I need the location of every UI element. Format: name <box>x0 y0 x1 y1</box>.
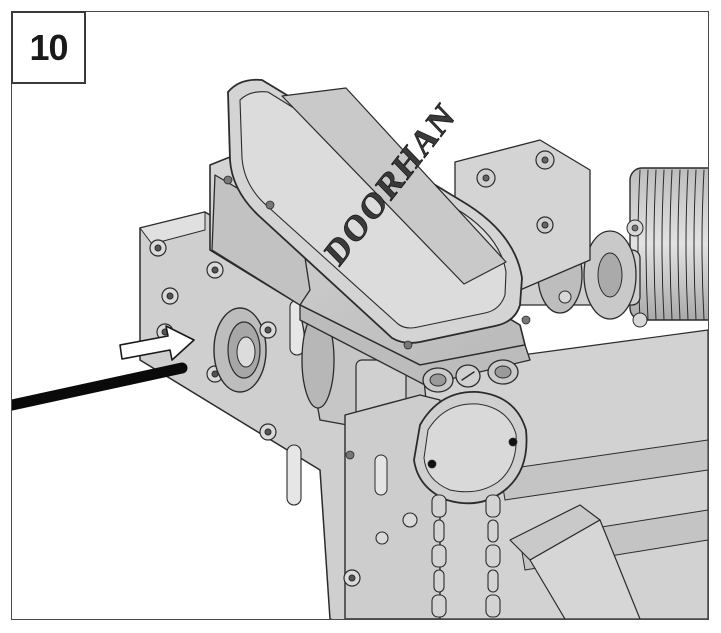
step-number: 10 <box>29 26 68 68</box>
step-number-badge: 10 <box>11 11 86 84</box>
chain-wheel-cover <box>413 391 528 505</box>
insert-direction-arrow-icon <box>119 325 195 361</box>
hand-chain <box>431 494 501 618</box>
cable-glands <box>422 359 519 393</box>
mounting-plate <box>139 211 351 619</box>
torsion-spring <box>629 167 708 321</box>
release-cable-icon <box>12 362 188 411</box>
guide-rail <box>509 504 641 619</box>
